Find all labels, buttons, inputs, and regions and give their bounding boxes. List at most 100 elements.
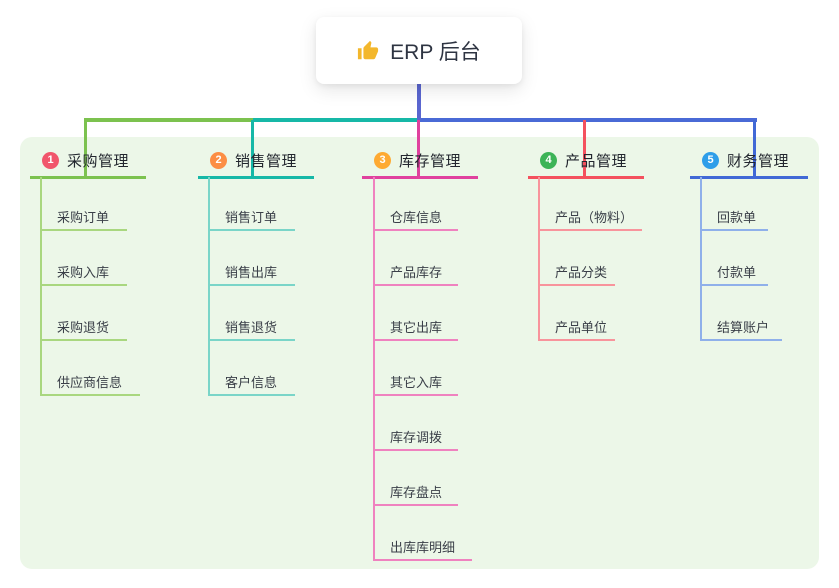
child-label: 回款单 <box>717 210 757 225</box>
branch-number-badge: 5 <box>702 151 719 169</box>
branch-number-badge: 2 <box>210 151 227 169</box>
child-underline <box>700 284 768 286</box>
branch-purchase: 1 采购管理 采购订单 采购入库 采购退货 供应商信息 <box>30 148 146 396</box>
child-label: 供应商信息 <box>57 375 123 390</box>
mindmap-background-panel <box>20 137 819 569</box>
child-underline <box>373 504 458 506</box>
child-item[interactable]: 销售订单 <box>208 208 295 231</box>
branch-trunk-line <box>700 177 702 341</box>
child-label: 采购退货 <box>57 320 110 335</box>
branch-label: 销售管理 <box>235 152 298 170</box>
child-item[interactable]: 其它出库 <box>373 318 458 341</box>
child-label: 结算账户 <box>717 320 770 335</box>
child-underline <box>700 229 768 231</box>
branch1-drop-line <box>84 120 87 178</box>
child-underline <box>40 394 140 396</box>
thumbs-up-icon <box>358 40 379 59</box>
branch-header[interactable]: 1 采购管理 <box>30 148 129 172</box>
child-label: 其它出库 <box>390 320 443 335</box>
child-item[interactable]: 仓库信息 <box>373 208 458 231</box>
child-underline <box>538 229 642 231</box>
child-item[interactable]: 产品（物料） <box>538 208 642 231</box>
child-label: 销售退货 <box>225 320 278 335</box>
child-label: 产品（物料） <box>555 210 634 225</box>
branch-underline <box>528 176 644 179</box>
child-underline <box>40 339 127 341</box>
child-item[interactable]: 库存盘点 <box>373 483 458 506</box>
child-underline <box>373 449 458 451</box>
child-item[interactable]: 付款单 <box>700 263 768 286</box>
child-item[interactable]: 客户信息 <box>208 373 295 396</box>
child-underline <box>373 394 458 396</box>
branch2-drop-line <box>251 120 254 178</box>
child-label: 采购入库 <box>57 265 110 280</box>
child-item[interactable]: 采购退货 <box>40 318 127 341</box>
branch-product: 4 产品管理 产品（物料） 产品分类 产品单位 <box>528 148 644 341</box>
child-underline <box>208 394 295 396</box>
child-underline <box>208 284 295 286</box>
child-underline <box>373 229 458 231</box>
branch-label: 库存管理 <box>399 152 462 170</box>
branch-header[interactable]: 3 库存管理 <box>362 148 461 172</box>
branch-header[interactable]: 5 财务管理 <box>690 148 789 172</box>
child-underline <box>538 339 615 341</box>
child-item[interactable]: 采购入库 <box>40 263 127 286</box>
child-label: 库存盘点 <box>390 485 443 500</box>
branch-number-badge: 4 <box>540 151 557 169</box>
branch-underline <box>30 176 146 179</box>
branch-trunk-line <box>373 177 375 561</box>
connector-right-segment <box>419 118 757 122</box>
child-item[interactable]: 采购订单 <box>40 208 127 231</box>
branch-underline <box>362 176 478 179</box>
branch-trunk-line <box>538 177 540 341</box>
branch-number-badge: 1 <box>42 151 59 169</box>
child-item[interactable]: 出库库明细 <box>373 538 472 561</box>
child-underline <box>40 229 127 231</box>
child-item[interactable]: 回款单 <box>700 208 768 231</box>
connector-left-segment <box>84 118 253 122</box>
root-title: ERP 后台 <box>390 40 481 64</box>
child-underline <box>373 559 472 561</box>
child-label: 采购订单 <box>57 210 110 225</box>
child-item[interactable]: 产品分类 <box>538 263 615 286</box>
child-label: 其它入库 <box>390 375 443 390</box>
child-label: 仓库信息 <box>390 210 443 225</box>
child-label: 库存调拨 <box>390 430 443 445</box>
branch-label: 采购管理 <box>67 152 130 170</box>
branch-finance: 5 财务管理 回款单 付款单 结算账户 <box>690 148 808 341</box>
child-label: 产品单位 <box>555 320 608 335</box>
child-underline <box>700 339 782 341</box>
child-label: 产品分类 <box>555 265 608 280</box>
child-underline <box>208 339 295 341</box>
branch-number-badge: 3 <box>374 151 391 169</box>
child-item[interactable]: 销售出库 <box>208 263 295 286</box>
root-node[interactable]: ERP 后台 <box>316 17 522 84</box>
connector-mid-segment <box>253 118 419 122</box>
child-item[interactable]: 结算账户 <box>700 318 782 341</box>
child-item[interactable]: 其它入库 <box>373 373 458 396</box>
child-item[interactable]: 产品库存 <box>373 263 458 286</box>
child-underline <box>40 284 127 286</box>
child-underline <box>208 229 295 231</box>
branch-header[interactable]: 4 产品管理 <box>528 148 627 172</box>
branch-header[interactable]: 2 销售管理 <box>198 148 297 172</box>
branch-label: 财务管理 <box>727 152 790 170</box>
child-label: 销售订单 <box>225 210 278 225</box>
branch5-drop-line <box>753 120 756 178</box>
root-stem-line <box>417 84 421 120</box>
child-label: 客户信息 <box>225 375 278 390</box>
child-label: 付款单 <box>717 265 757 280</box>
child-item[interactable]: 库存调拨 <box>373 428 458 451</box>
child-item[interactable]: 产品单位 <box>538 318 615 341</box>
branch-inventory: 3 库存管理 仓库信息 产品库存 其它出库 其它入库 库存调拨 库存盘点 出库库… <box>362 148 478 561</box>
child-underline <box>538 284 615 286</box>
child-item[interactable]: 供应商信息 <box>40 373 140 396</box>
child-label: 产品库存 <box>390 265 443 280</box>
branch-underline <box>198 176 314 179</box>
child-label: 出库库明细 <box>390 540 456 555</box>
child-item[interactable]: 销售退货 <box>208 318 295 341</box>
branch4-drop-line <box>583 120 586 178</box>
branch-trunk-line <box>208 177 210 396</box>
child-underline <box>373 339 458 341</box>
branch3-drop-line <box>417 120 420 178</box>
